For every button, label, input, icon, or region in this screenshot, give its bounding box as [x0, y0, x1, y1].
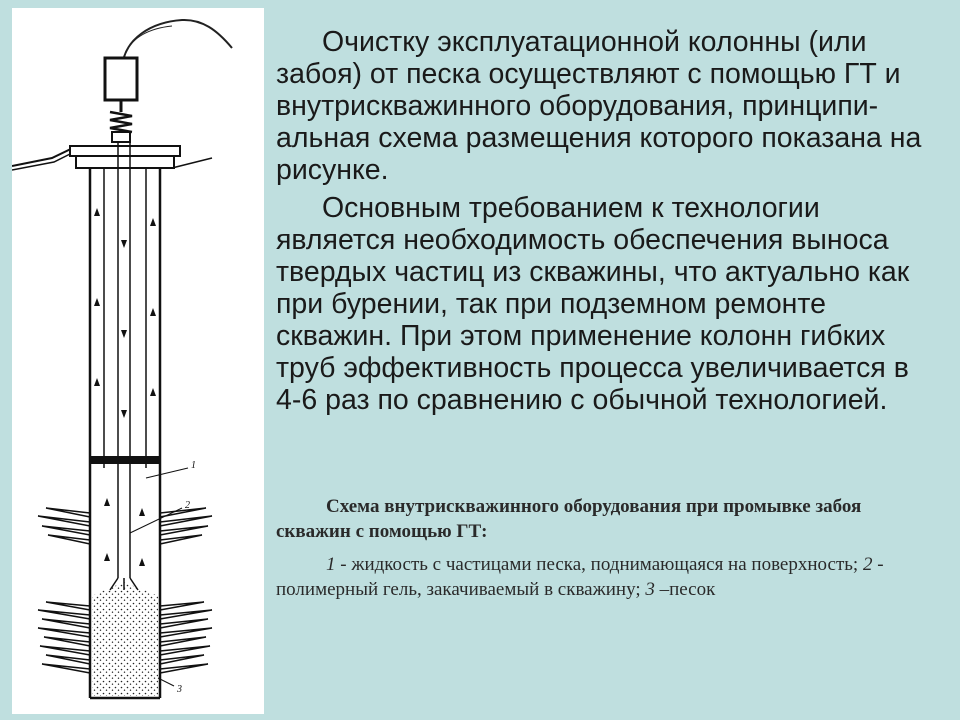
figure-caption: Схема внутрискважинного оборудования при…	[276, 494, 926, 602]
flow-arrows	[94, 208, 156, 566]
legend-num-1: 1	[326, 554, 336, 575]
legend-text-1: - жидкость с частицами песка, поднимающа…	[335, 554, 863, 575]
diagram-label-1: 1	[191, 460, 196, 471]
legend-text-3: –песок	[654, 579, 716, 600]
caption-legend: 1 - жидкость с частицами песка, поднимаю…	[276, 552, 926, 602]
perforations-left	[37, 507, 91, 674]
wellhead-flange	[69, 145, 181, 157]
diagram-label-3: 3	[176, 684, 182, 695]
caption-title: Схема внутрискважинного оборудования при…	[276, 496, 862, 542]
legend-text-2: - полимерный гель, закачиваемый в скважи…	[276, 554, 884, 600]
packer	[91, 456, 159, 464]
well-diagram: 1 2 3	[12, 8, 264, 714]
well-diagram-svg: 1 2 3	[12, 18, 233, 700]
injector-head	[103, 56, 139, 102]
stripper-spring	[109, 110, 133, 134]
legend-num-3: 3	[645, 579, 655, 600]
main-text: Очистку эксплуатационной колонны (или за…	[276, 26, 940, 416]
diagram-label-2: 2	[185, 500, 190, 511]
perforations-right	[159, 507, 213, 674]
paragraph-2: Основным требованием к технологии являет…	[276, 192, 910, 416]
sand-plug	[92, 582, 158, 696]
legend-num-2: 2	[862, 554, 873, 575]
nozzle-jets	[109, 577, 139, 591]
paragraph-1: Очистку эксплуатационной колонны (или за…	[276, 26, 922, 186]
